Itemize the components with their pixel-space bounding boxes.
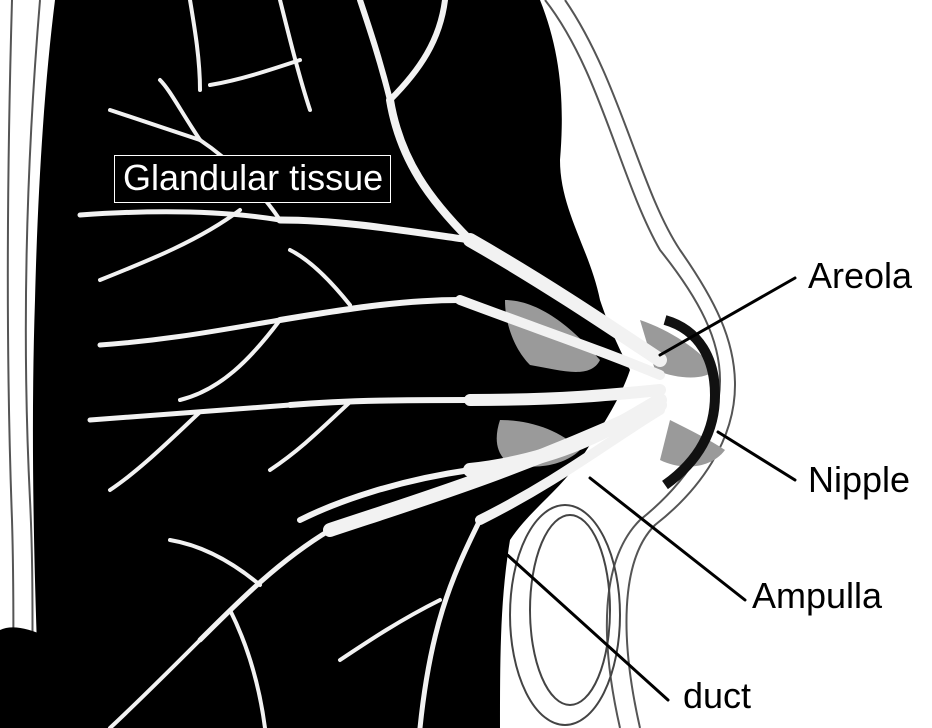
ampulla-label: Ampulla [752,578,882,614]
duct-label: duct [683,678,751,714]
glandular-tissue-label: Glandular tissue [114,155,391,203]
areola-label: Areola [808,258,912,294]
nipple-label: Nipple [808,462,910,498]
